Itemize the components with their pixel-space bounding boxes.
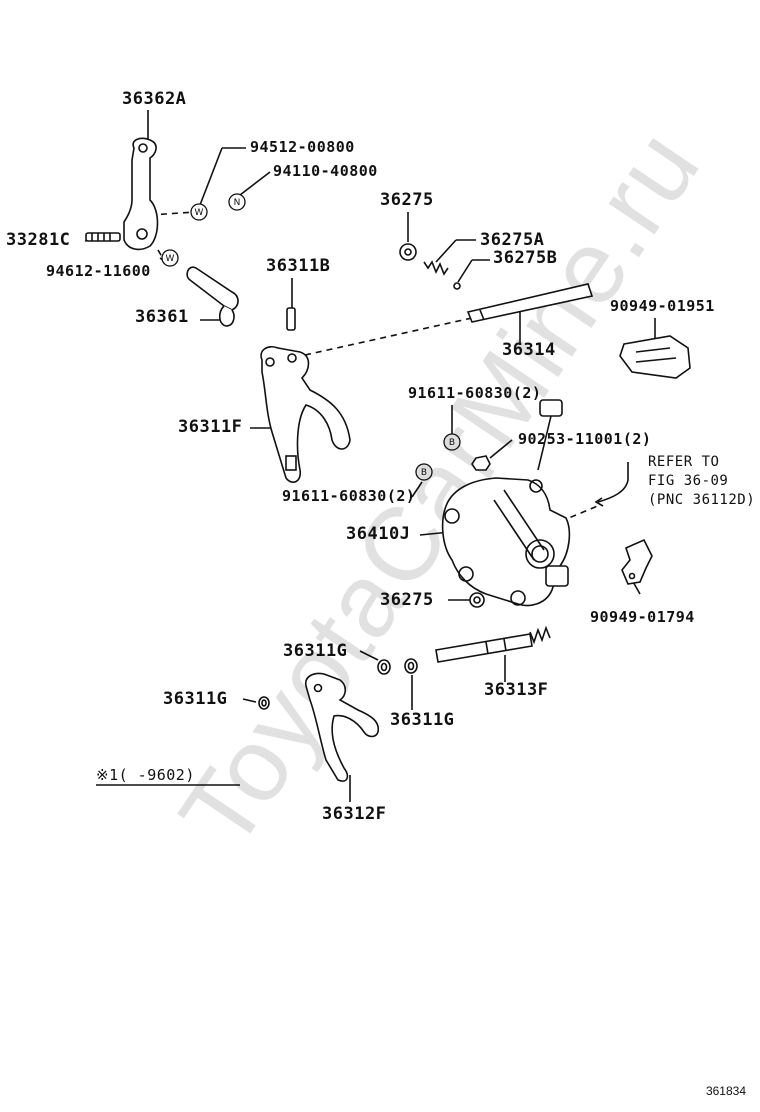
label-91611-60830-lower: 91611-60830(2) — [282, 487, 416, 505]
label-94612-11600: 94612-11600 — [46, 262, 151, 280]
label-36275-top: 36275 — [380, 190, 434, 210]
ring-36311G-b — [404, 658, 418, 674]
refer-line-1: REFER TO — [648, 454, 720, 470]
label-36311G-c: 36311G — [390, 710, 455, 730]
clip-90949-01794 — [621, 538, 653, 585]
symbol-w-1: W — [195, 208, 204, 218]
shaft-36313F — [435, 625, 551, 663]
clip-90949-01951 — [619, 335, 691, 379]
label-90949-01794: 90949-01794 — [590, 608, 695, 626]
ring-36311G-c — [258, 696, 270, 710]
label-36314: 36314 — [502, 340, 556, 360]
lever-36362A — [123, 137, 159, 251]
label-94512-00800: 94512-00800 — [250, 138, 355, 156]
label-36311F: 36311F — [178, 417, 243, 437]
refer-line-2: FIG 36-09 — [648, 473, 729, 489]
label-36410J: 36410J — [346, 524, 411, 544]
figure-number: 361834 — [705, 1084, 746, 1098]
plug-36275-top — [399, 243, 417, 261]
label-36313F: 36313F — [484, 680, 549, 700]
symbol-w-2: W — [166, 254, 175, 264]
label-36361: 36361 — [135, 307, 189, 327]
label-36311G-a: 36311G — [283, 641, 348, 661]
label-36312F: 36312F — [322, 804, 387, 824]
label-36275A: 36275A — [480, 230, 545, 250]
ring-36311G-a — [377, 659, 391, 675]
spring-36275A — [423, 260, 449, 276]
fork-36312F — [304, 672, 380, 782]
shaft-36361 — [186, 266, 239, 327]
refer-line-3: (PNC 36112D) — [648, 492, 756, 508]
symbol-b-1: B — [449, 438, 455, 448]
symbol-b-2: B — [421, 468, 427, 478]
label-91611-60830-upper: 91611-60830(2) — [408, 384, 542, 402]
label-90253-11001: 90253-11001(2) — [518, 430, 652, 448]
spring-pin-36311B — [286, 307, 296, 331]
symbol-n-1: N — [234, 198, 241, 208]
plug-36275-lower — [469, 592, 485, 608]
label-90949-01951: 90949-01951 — [610, 297, 715, 315]
shaft-36314 — [466, 283, 594, 323]
nut-90253 — [471, 455, 491, 471]
pin-33281C — [85, 232, 121, 242]
label-36311B: 36311B — [266, 256, 331, 276]
label-36275B: 36275B — [493, 248, 558, 268]
label-94110-40800: 94110-40800 — [273, 162, 378, 180]
bolt-91611-upper — [537, 399, 563, 471]
label-36275-lower: 36275 — [380, 590, 434, 610]
applicability-note: ※1( -9602) — [96, 766, 195, 784]
fork-36311F — [260, 345, 351, 483]
housing-36410J — [441, 477, 571, 607]
refer-arrow — [594, 462, 629, 507]
label-36362A: 36362A — [122, 89, 187, 109]
label-33281C: 33281C — [6, 230, 71, 250]
symbol-badges: W N W B B — [161, 193, 461, 481]
label-36311G-b: 36311G — [163, 689, 228, 709]
ball-36275B — [453, 282, 461, 290]
